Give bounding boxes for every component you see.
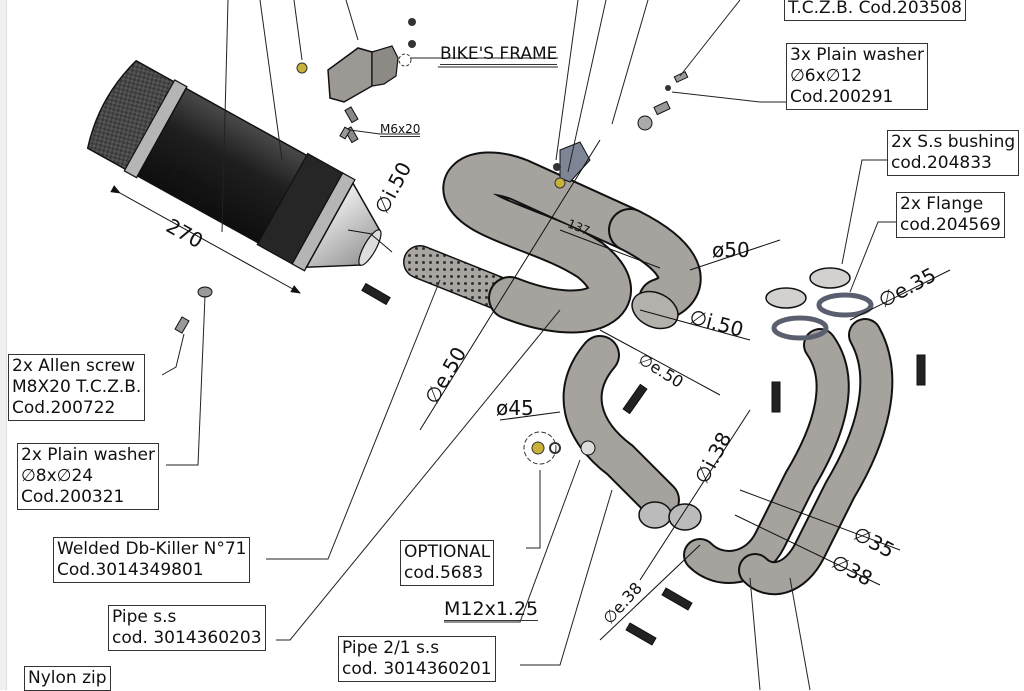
nut-icon: [408, 18, 416, 26]
flange-icon: [816, 292, 874, 318]
callout-line: M8X20 T.C.Z.B.: [12, 377, 142, 397]
callout-line: ∅6x∅12: [790, 66, 863, 86]
dim-midpipe-diameter: ø45: [496, 396, 534, 420]
frame-bracket: [296, 18, 416, 144]
callout-line: Cod.200321: [21, 487, 125, 507]
callout-line: 2x Flange: [900, 194, 984, 214]
bolt-icon: [653, 100, 671, 116]
callout-line: OPTIONAL: [404, 542, 491, 562]
bikes-frame-label: BIKE'S FRAME: [440, 44, 558, 65]
link-pipe: [403, 151, 702, 334]
mid-pipe: [523, 335, 702, 531]
bolt-icon: [673, 71, 689, 83]
callout-pipe-2-1: Pipe 2/1 s.s cod. 3014360201: [338, 636, 496, 682]
callout-line: cod.204569: [900, 215, 1001, 235]
callout-optional: OPTIONAL cod.5683: [400, 540, 495, 586]
callout-line: Nylon zip: [28, 668, 107, 688]
bracket-plate: [559, 141, 591, 183]
thread-m12-label: M12x1.25: [444, 598, 539, 621]
bushing-icon: [809, 267, 851, 289]
callout-line: Welded Db-Killer N°71: [57, 539, 247, 559]
callout-line: 2x Plain washer: [21, 445, 155, 465]
callout-line: ∅8x∅24: [21, 466, 94, 486]
bolt-m6x20-label: M6x20: [380, 122, 421, 137]
nut-yellow-icon: [296, 62, 308, 74]
page-left-edge: [0, 0, 7, 690]
dimension-lines: [110, 139, 951, 641]
washer-icon: [197, 286, 213, 298]
callout-allen-screw: 2x Allen screw M8X20 T.C.Z.B. Cod.200722: [8, 354, 146, 421]
callout-line: Cod.3014349801: [57, 560, 204, 580]
callout-line: T.C.Z.B. Cod.203508: [788, 0, 962, 18]
callout-line: 2x S.s bushing: [891, 132, 1016, 152]
flange-icon: [771, 315, 829, 341]
mount-hardware: [174, 71, 689, 334]
callout-plain-washer-8x24: 2x Plain washer ∅8x∅24 Cod.200321: [17, 443, 159, 510]
allen-screw-icon: [174, 316, 190, 334]
callout-nylon-zip: Nylon zip: [24, 666, 111, 691]
callout-line: Pipe s.s: [112, 607, 177, 627]
callout-line: cod.204833: [891, 153, 992, 173]
washer-icon: [637, 115, 653, 131]
callout-line: cod.5683: [404, 563, 484, 583]
callout-db-killer: Welded Db-Killer N°71 Cod.3014349801: [53, 537, 251, 583]
dim-bend-outer: ø50: [712, 238, 750, 262]
bolt-icon: [344, 106, 359, 124]
header-pipes: [683, 267, 894, 596]
callout-line: Cod.200722: [12, 398, 116, 418]
bushing-icon: [765, 287, 807, 309]
callout-line: cod. 3014360201: [342, 659, 492, 679]
callout-pipe-ss: Pipe s.s cod. 3014360203: [108, 605, 266, 651]
callout-line: 3x Plain washer: [790, 45, 924, 65]
nut-yellow-icon: [531, 441, 545, 455]
callout-flange: 2x Flange cod.204569: [896, 192, 1005, 238]
callout-line: Cod.200291: [790, 87, 894, 107]
callout-line: Pipe 2/1 s.s: [342, 638, 440, 658]
nut-icon: [408, 40, 416, 48]
callout-top-right-screw: T.C.Z.B. Cod.203508: [784, 0, 966, 21]
springs: [361, 282, 926, 646]
callout-plain-washer-6x12: 3x Plain washer ∅6x∅12 Cod.200291: [786, 43, 928, 110]
callout-ss-bushing: 2x S.s bushing cod.204833: [887, 130, 1020, 176]
callout-line: cod. 3014360203: [112, 628, 262, 648]
callout-line: 2x Allen screw: [12, 356, 136, 376]
optional-nut-circle: [523, 431, 557, 465]
carbon-end-cap: [86, 59, 177, 172]
